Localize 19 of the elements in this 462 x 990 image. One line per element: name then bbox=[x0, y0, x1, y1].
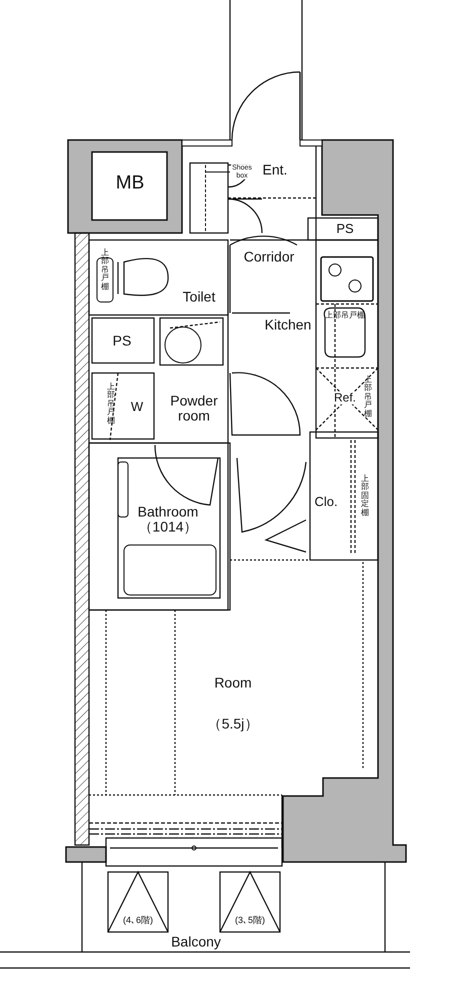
area-label: （5.5j） bbox=[208, 716, 258, 732]
room-label: MB bbox=[116, 174, 144, 194]
room-label: Toilet bbox=[182, 289, 216, 305]
room-label: Bathroom （1014） bbox=[136, 504, 200, 536]
room-label: Corridor bbox=[244, 249, 294, 265]
room-label: PS bbox=[336, 222, 354, 236]
room-label: Powder room bbox=[169, 394, 219, 424]
floor-note: (3､5階) bbox=[235, 916, 265, 926]
room-label: Clo. bbox=[314, 494, 338, 510]
room-label: Ent. bbox=[262, 162, 288, 178]
storage-note: 上部固定棚 bbox=[360, 475, 370, 517]
room-label: Room bbox=[214, 675, 252, 691]
storage-note: 上部吊戸棚 bbox=[364, 376, 372, 418]
room-label: Ref. bbox=[333, 391, 357, 405]
room-label: Kitchen bbox=[264, 317, 312, 333]
room-label: Balcony bbox=[171, 934, 221, 950]
room-label: PS bbox=[112, 333, 132, 349]
room-label: W bbox=[130, 400, 144, 414]
floor-note: (4､6階) bbox=[123, 916, 153, 926]
